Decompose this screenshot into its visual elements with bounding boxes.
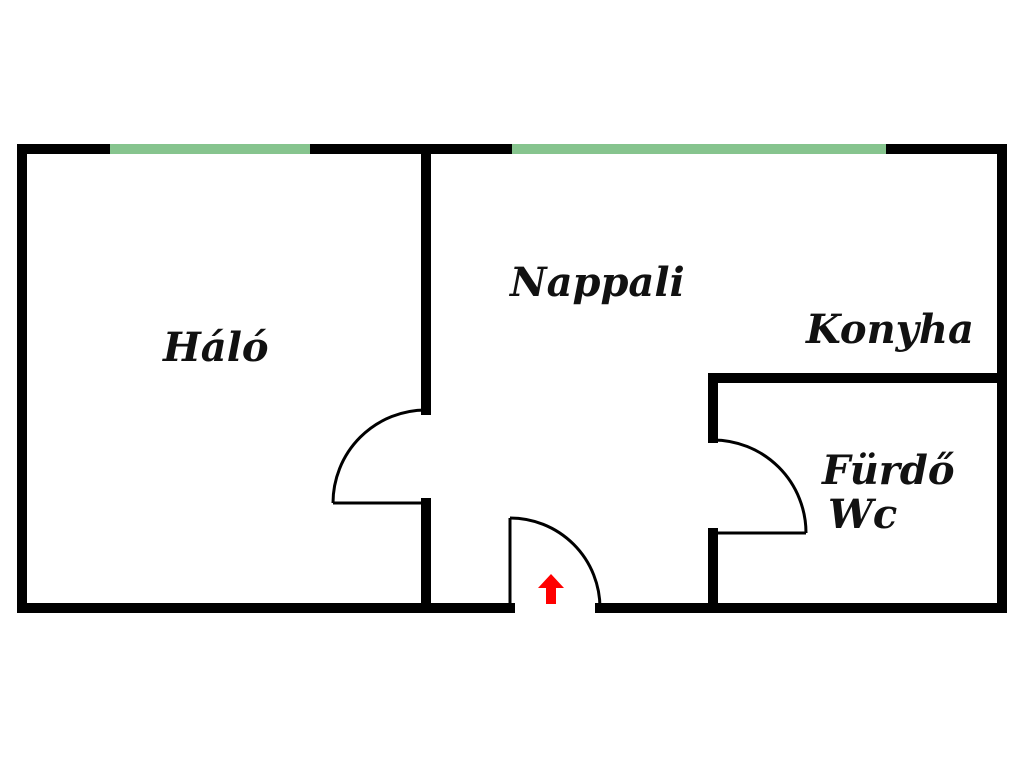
door-furdo[interactable] — [712, 438, 808, 535]
door-halo-swing — [331, 408, 427, 504]
room-label-furdo: Fürdő — [821, 447, 955, 494]
door-furdo-swing — [712, 438, 808, 534]
walls — [17, 144, 1007, 613]
room-label-nappali: Nappali — [508, 259, 685, 306]
doors — [331, 408, 808, 609]
entrance-arrow-shape — [538, 574, 564, 604]
entrance-arrow-icon — [538, 574, 564, 604]
room-label-halo: Háló — [162, 324, 269, 371]
room-labels: Háló Nappali Konyha Fürdő Wc — [162, 259, 974, 538]
room-label-wc: Wc — [828, 491, 897, 538]
door-entrance[interactable] — [508, 516, 602, 609]
door-entrance-swing — [509, 516, 602, 609]
room-label-konyha: Konyha — [805, 306, 974, 353]
door-halo[interactable] — [331, 408, 427, 505]
